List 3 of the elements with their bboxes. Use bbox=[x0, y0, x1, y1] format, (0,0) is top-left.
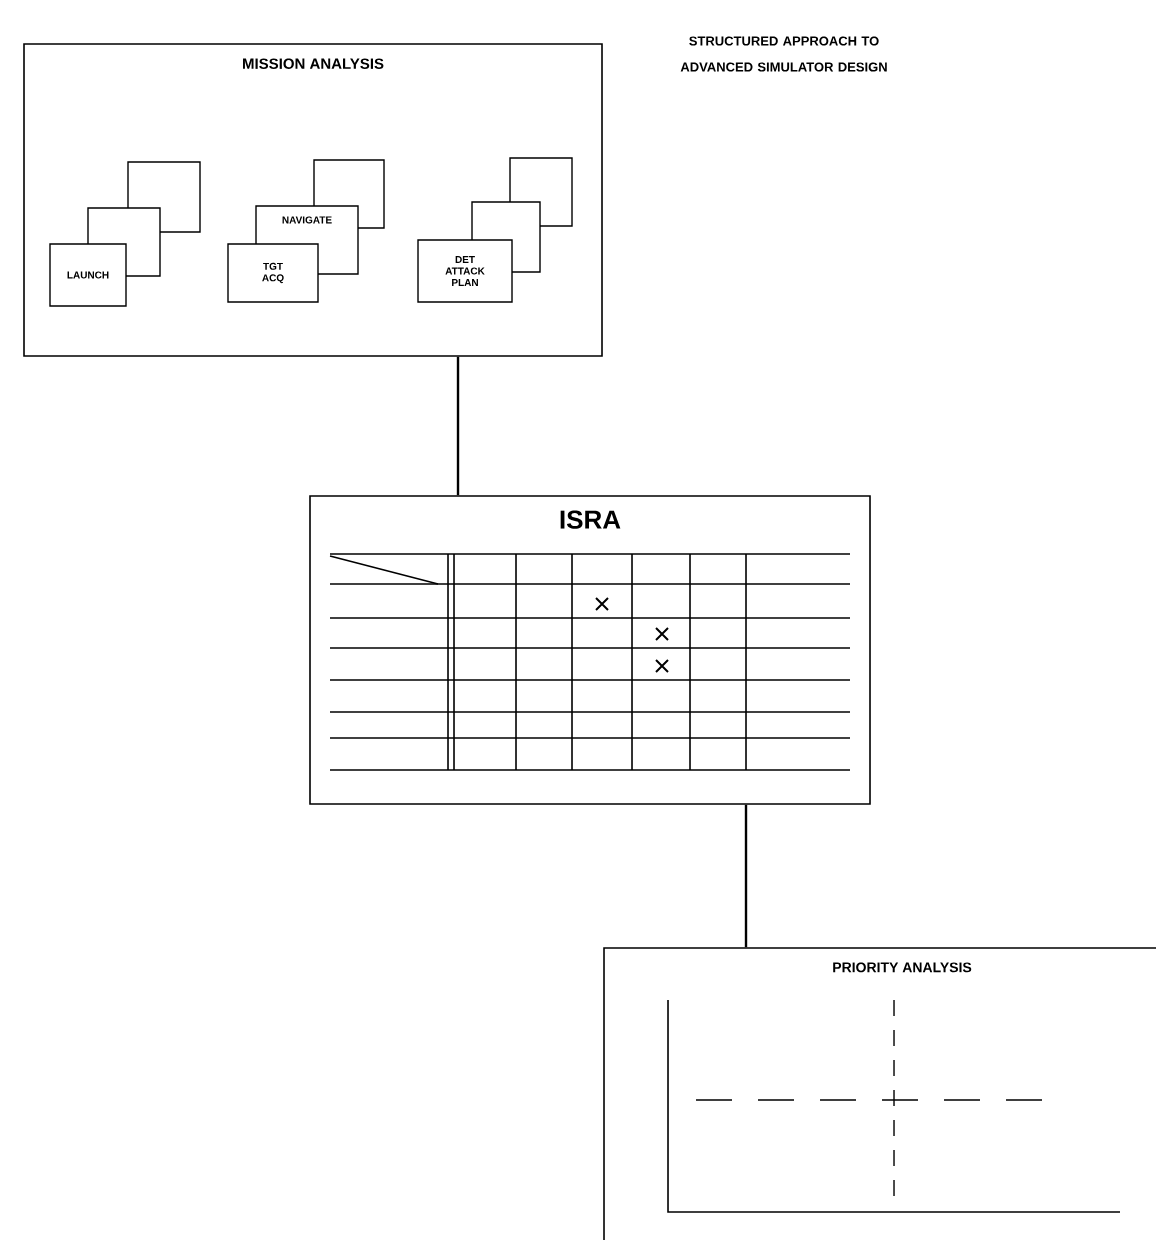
connector-line bbox=[744, 804, 748, 948]
connector-line bbox=[456, 356, 460, 496]
process-box: ISRA bbox=[309, 495, 871, 805]
